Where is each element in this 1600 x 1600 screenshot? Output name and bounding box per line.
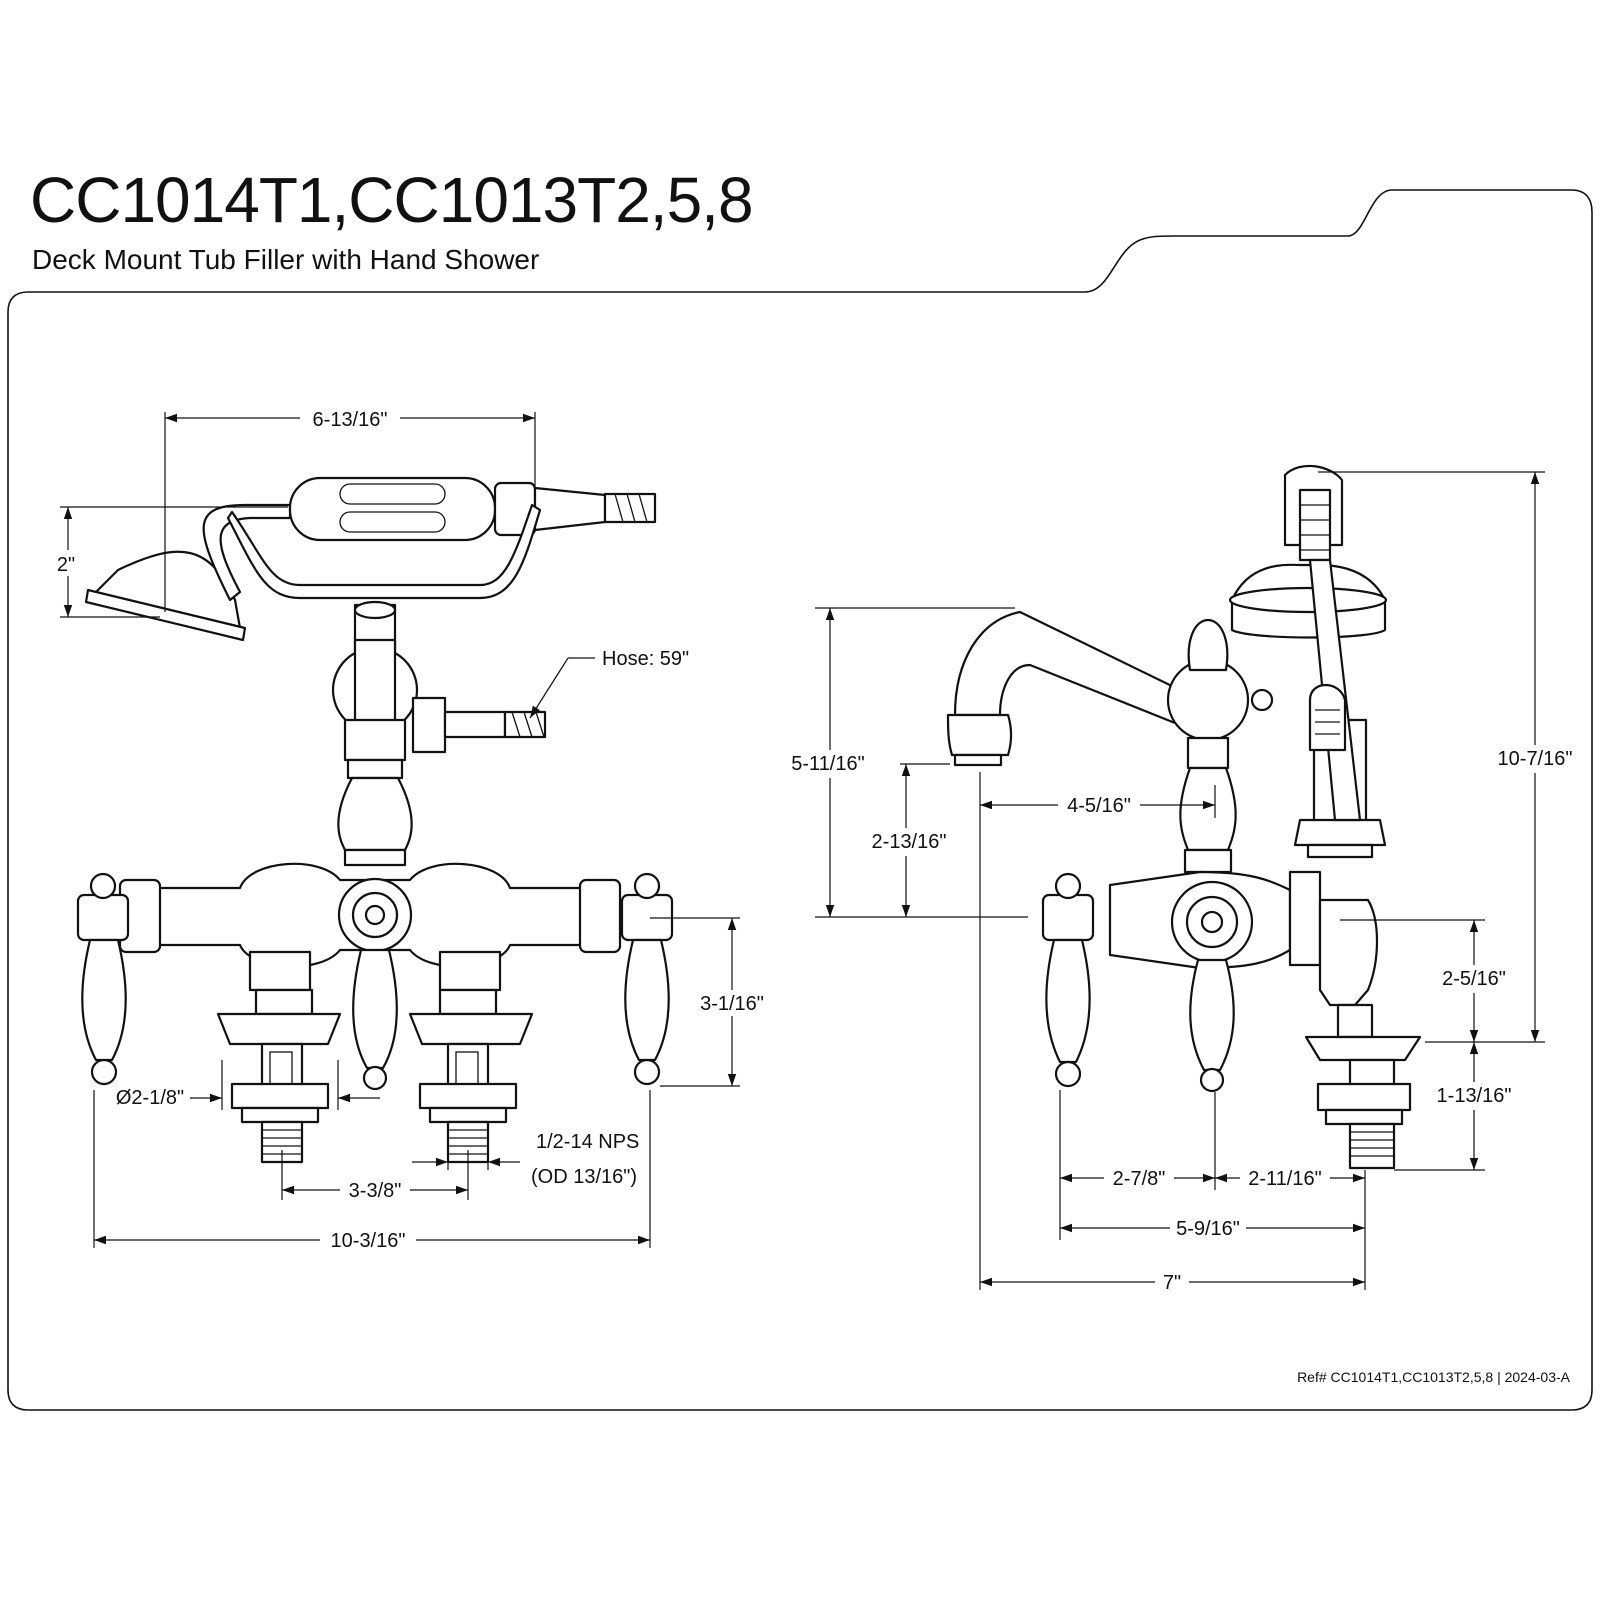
- dim-center-spacing: 3-3/8": [349, 1180, 402, 1202]
- front-view: 6-13/16" 2" Hose: 59" 3-1/16" Ø2-1/8": [52, 405, 769, 1253]
- dim-lever-height: 3-1/16": [700, 993, 764, 1015]
- ref-revision: 2024-03-A: [1504, 1369, 1570, 1385]
- front-dimensions: 6-13/16" 2" Hose: 59" 3-1/16" Ø2-1/8": [52, 405, 769, 1253]
- dim-shower-length: 6-13/16": [313, 409, 388, 431]
- front-left-handle: [76, 872, 130, 1086]
- dim-lever-to-shank: 5-9/16": [1176, 1218, 1240, 1240]
- reference-footer: Ref# CC1014T1,CC1013T2,5,8 | 2024-03-A: [1297, 1370, 1570, 1384]
- ref-separator: |: [1497, 1369, 1501, 1385]
- side-center-handle: [1189, 958, 1235, 1093]
- dim-shank-length: 1-13/16": [1437, 1085, 1512, 1107]
- dim-shower-height: 2": [57, 554, 75, 576]
- side-left-handle: [1041, 872, 1095, 1088]
- ref-prefix: Ref#: [1297, 1369, 1327, 1385]
- side-spout: [946, 610, 1182, 767]
- side-view: 5-11/16" 2-13/16" 4-5/16" 10-7/16" 2-5/1…: [783, 464, 1580, 1295]
- dim-deck-hole-diameter: Ø2-1/8": [116, 1087, 184, 1109]
- sheet-border: [7, 189, 1593, 1411]
- front-right-handle: [620, 872, 674, 1086]
- front-right-leg: [408, 950, 534, 1164]
- dim-spout-clearance: 2-13/16": [872, 831, 947, 853]
- front-left-leg: [216, 950, 342, 1164]
- dim-spout-height: 5-11/16": [791, 753, 864, 775]
- page-subtitle: Deck Mount Tub Filler with Hand Shower: [32, 244, 540, 275]
- side-dimensions: 5-11/16" 2-13/16" 4-5/16" 10-7/16" 2-5/1…: [783, 471, 1580, 1295]
- dim-body-height: 2-5/16": [1442, 968, 1506, 990]
- front-center-handle: [352, 948, 398, 1091]
- ref-models: CC1014T1,CC1013T2,5,8: [1330, 1369, 1494, 1385]
- dim-thread-od: (OD 13/16"): [531, 1166, 637, 1188]
- dim-spout-reach: 4-5/16": [1067, 795, 1131, 817]
- dim-thread-size: 1/2-14 NPS: [536, 1131, 639, 1153]
- dim-lever-to-stem: 2-7/8": [1113, 1168, 1166, 1190]
- dim-stem-to-shank: 2-11/16": [1248, 1168, 1321, 1190]
- dim-overall-height: 10-7/16": [1498, 748, 1573, 770]
- dim-overall-depth: 7": [1163, 1272, 1181, 1294]
- dim-hose-length: Hose: 59": [602, 648, 689, 670]
- dim-overall-width: 10-3/16": [331, 1230, 406, 1252]
- page-title: CC1014T1,CC1013T2,5,8: [30, 164, 754, 236]
